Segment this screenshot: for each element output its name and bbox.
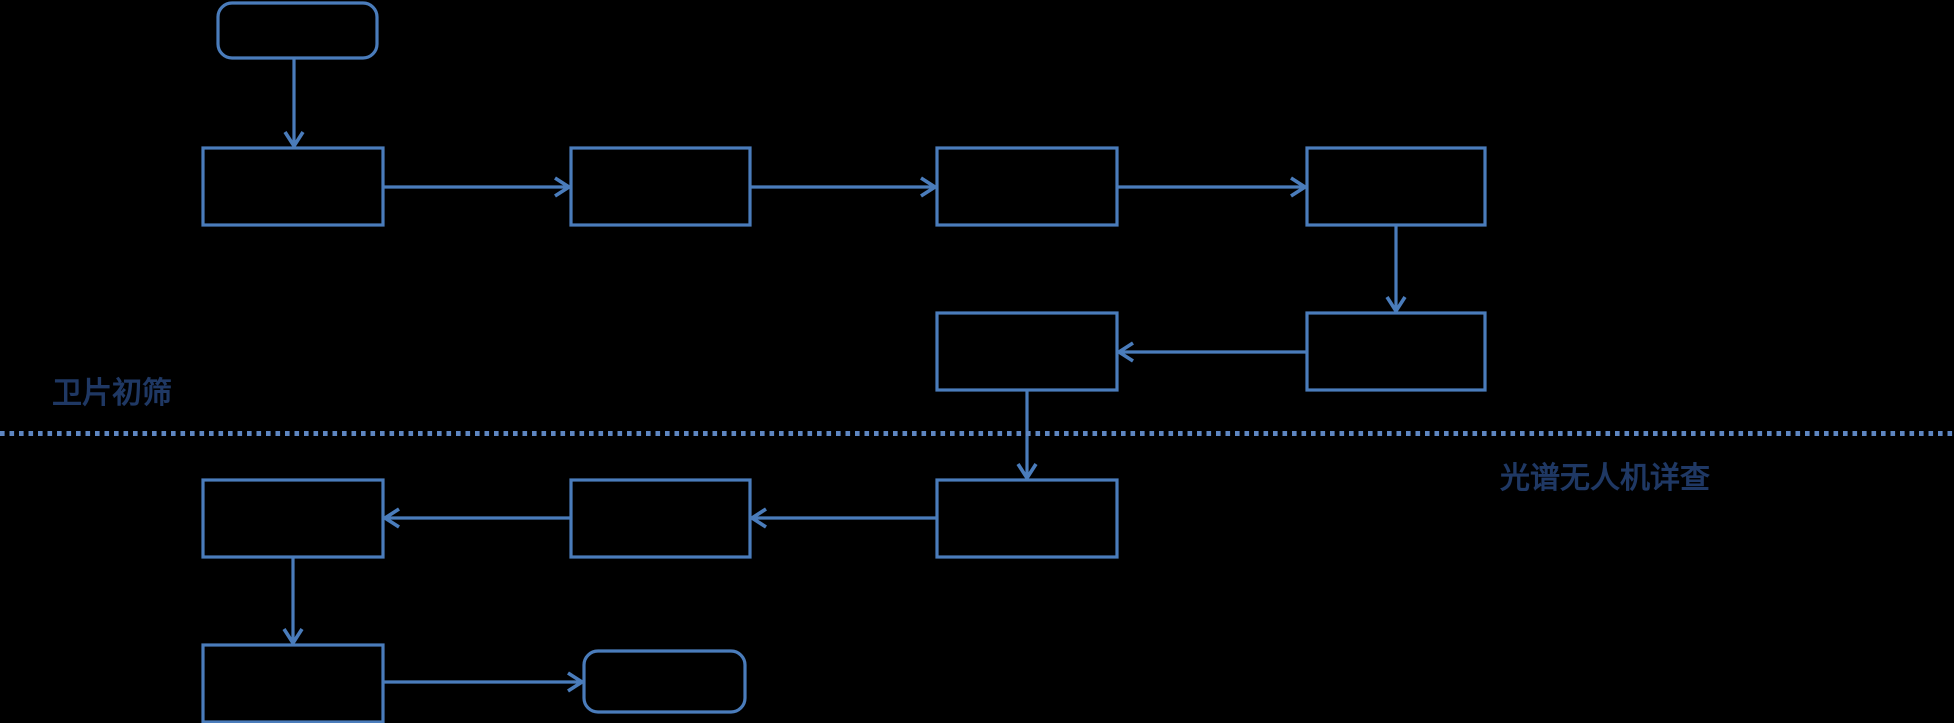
arrowhead-icon	[748, 507, 767, 529]
arrowhead-icon	[1385, 296, 1407, 315]
arrowhead-icon	[567, 671, 586, 693]
node-step-3	[935, 146, 1119, 227]
edge-step-5-to-step-6	[1115, 341, 1307, 363]
node-step-6	[935, 311, 1119, 392]
arrowhead-icon	[920, 176, 939, 198]
arrowhead-icon	[554, 176, 573, 198]
arrowhead-icon	[381, 507, 400, 529]
edge-start-terminator-to-step-1	[283, 58, 305, 150]
edge-step-10-to-end-terminator	[383, 671, 586, 693]
node-step-5	[1305, 311, 1487, 392]
node-step-8	[569, 478, 752, 559]
nodes-layer	[201, 1, 1487, 723]
arrowhead-icon	[1016, 463, 1038, 482]
node-end-terminator	[582, 649, 747, 714]
node-start-terminator	[216, 1, 379, 60]
arrowhead-icon	[1290, 176, 1309, 198]
node-step-7	[935, 478, 1119, 559]
edge-step-4-to-step-5	[1385, 225, 1407, 315]
node-step-9	[201, 478, 385, 559]
edges-layer	[282, 58, 1407, 693]
node-step-1	[201, 146, 385, 227]
edge-step-1-to-step-2	[383, 176, 573, 198]
phase-label-spectral-drone-survey: 光谱无人机详查	[1500, 461, 1710, 496]
node-step-10	[201, 643, 385, 723]
arrowhead-icon	[1115, 341, 1134, 363]
node-step-2	[569, 146, 752, 227]
node-step-4	[1305, 146, 1487, 227]
phase-label-satellite-screening: 卫片初筛	[52, 376, 172, 411]
edge-step-2-to-step-3	[750, 176, 939, 198]
arrowhead-icon	[282, 628, 304, 647]
arrowhead-icon	[283, 131, 305, 150]
edge-step-3-to-step-4	[1117, 176, 1309, 198]
edge-step-9-to-step-10	[282, 557, 304, 647]
edge-step-7-to-step-8	[748, 507, 937, 529]
edge-step-8-to-step-9	[381, 507, 571, 529]
